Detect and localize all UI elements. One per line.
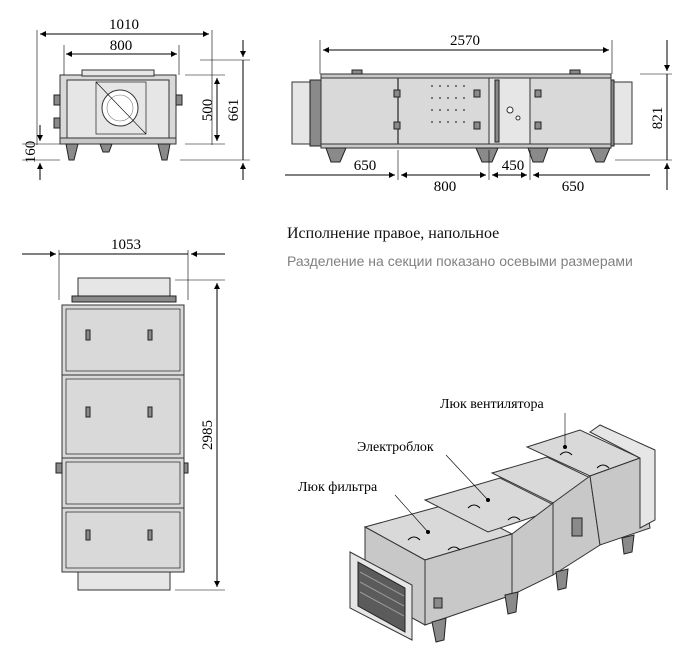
dim-front-total-width: 1010 — [109, 17, 139, 33]
dim-front-opening-height: 500 — [200, 99, 216, 122]
callout-electric-block: Электроблок — [357, 440, 434, 455]
dim-front-leg-height: 160 — [23, 141, 39, 164]
caption-title: Исполнение правое, напольное — [287, 225, 500, 242]
dim-side-section-3: 450 — [502, 158, 525, 174]
dim-front-total-height: 661 — [226, 99, 242, 122]
callouts: Люк вентилятора Электроблок Люк фильтра — [298, 397, 567, 534]
dim-front-inner-width: 800 — [110, 38, 133, 54]
front-dimensions: 1010 800 500 661 160 — [22, 17, 250, 180]
plan-view — [55, 277, 189, 591]
front-view — [53, 69, 183, 161]
callout-fan-hatch: Люк вентилятора — [440, 397, 544, 412]
dim-plan-width: 1053 — [111, 237, 141, 253]
dim-side-section-1: 650 — [354, 158, 377, 174]
side-view — [291, 69, 633, 163]
callout-filter-hatch: Люк фильтра — [298, 480, 378, 495]
isometric-view — [349, 424, 656, 643]
side-dimensions: 2570 821 650 800 450 650 — [285, 33, 672, 195]
dim-plan-length: 2985 — [200, 420, 216, 450]
dim-side-section-4: 650 — [562, 179, 585, 195]
caption-subtitle: Разделение на секции показано осевыми ра… — [287, 253, 633, 269]
dim-side-total-length: 2570 — [450, 33, 480, 49]
dim-side-height: 821 — [650, 107, 666, 130]
plan-dimensions: 1053 2985 — [22, 237, 225, 591]
dim-side-section-2: 800 — [434, 179, 457, 195]
